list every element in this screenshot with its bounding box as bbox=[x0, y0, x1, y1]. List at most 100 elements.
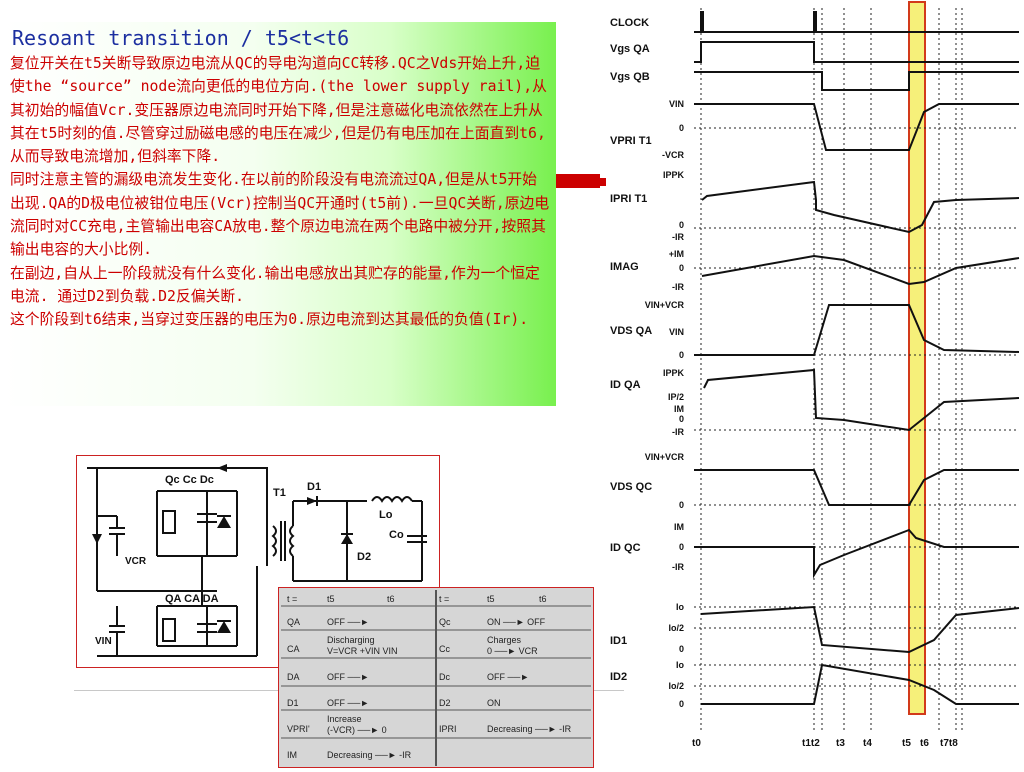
table-cell: Decreasing ──► -IR bbox=[487, 724, 572, 734]
level-label: Io/2 bbox=[668, 681, 684, 691]
slide-title: Resoant transition / t5<t<t6 bbox=[12, 26, 350, 50]
table-cell: OFF ──► bbox=[327, 672, 370, 682]
time-label: t3 bbox=[836, 738, 845, 749]
level-label: 0 bbox=[679, 220, 684, 230]
level-label: IPPK bbox=[663, 368, 685, 378]
table-cell: OFF ──► bbox=[487, 672, 530, 682]
level-label: Io bbox=[676, 602, 685, 612]
table-cell: OFF ──► bbox=[327, 698, 370, 708]
table-cell: IM bbox=[287, 750, 297, 760]
table-cell: t5 bbox=[487, 594, 495, 604]
table-cell: t = bbox=[287, 594, 298, 604]
table-cell: ON bbox=[487, 698, 501, 708]
table-cell: t6 bbox=[539, 594, 547, 604]
level-label: IM bbox=[674, 522, 684, 532]
table-cell: 0 ──► VCR bbox=[487, 646, 538, 656]
table-cell: VPRI' bbox=[287, 724, 310, 734]
table-cell: Cc bbox=[439, 644, 450, 654]
timing-waveforms: CLOCK Vgs QA Vgs QB VPRI T1 IPRI T1 IMAG… bbox=[604, 0, 1024, 768]
qc-cc-dc-label: Qc Cc Dc bbox=[165, 474, 214, 486]
paragraph-1: 复位开关在t5关断导致原边电流从QC的导电沟道向CC转移.QC之Vds开始上升,… bbox=[10, 55, 547, 166]
time-label: t6 bbox=[920, 738, 929, 749]
level-label: 0 bbox=[679, 699, 684, 709]
state-table: t = t5 t6 t = t5 t6 QA OFF ──► Qc ON ──►… bbox=[278, 587, 594, 768]
signal-label: ID QA bbox=[610, 379, 641, 391]
level-label: VIN+VCR bbox=[645, 452, 685, 462]
table-cell: IPRI bbox=[439, 724, 457, 734]
red-accent-bar-small bbox=[600, 178, 606, 186]
level-label: VIN+VCR bbox=[645, 300, 685, 310]
level-label: VIN bbox=[669, 99, 684, 109]
signal-label: IPRI T1 bbox=[610, 193, 647, 205]
level-label: -IR bbox=[672, 427, 684, 437]
table-cell: Dc bbox=[439, 672, 450, 682]
signal-label: IMAG bbox=[610, 261, 639, 273]
time-label: t7t8 bbox=[940, 738, 958, 749]
signal-label: VDS QA bbox=[610, 325, 652, 337]
table-cell: CA bbox=[287, 644, 300, 654]
co-label: Co bbox=[389, 529, 404, 541]
table-cell: QA bbox=[287, 617, 301, 627]
signal-label: ID2 bbox=[610, 671, 627, 683]
level-label: IM bbox=[674, 404, 684, 414]
vcr-label: VCR bbox=[125, 556, 147, 567]
level-label: VIN bbox=[669, 327, 684, 337]
level-label: -IR bbox=[672, 232, 684, 242]
table-cell: ON ──► OFF bbox=[487, 617, 546, 627]
signal-label: Vgs QA bbox=[610, 43, 650, 55]
signal-label: VDS QC bbox=[610, 481, 652, 493]
time-label: t5 bbox=[902, 738, 911, 749]
d2-label: D2 bbox=[357, 551, 371, 563]
table-cell: D1 bbox=[287, 698, 299, 708]
divider-line bbox=[74, 690, 280, 691]
time-label: t0 bbox=[692, 738, 701, 749]
level-label: 0 bbox=[679, 350, 684, 360]
table-cell: Charges bbox=[487, 635, 522, 645]
level-label: Io bbox=[676, 660, 685, 670]
table-cell: (-VCR) ──► 0 bbox=[327, 725, 387, 735]
level-label: 0 bbox=[679, 500, 684, 510]
level-label: 0 bbox=[679, 263, 684, 273]
explanation-panel: Resoant transition / t5<t<t6 复位开关在t5关断导致… bbox=[4, 22, 556, 406]
level-label: -IR bbox=[672, 562, 684, 572]
table-grid bbox=[281, 590, 591, 766]
table-cell: Discharging bbox=[327, 635, 375, 645]
t1-label: T1 bbox=[273, 487, 286, 499]
level-label: IPPK bbox=[663, 170, 685, 180]
red-accent-bar bbox=[556, 174, 600, 188]
waveform-plot: CLOCK Vgs QA Vgs QB VPRI T1 IPRI T1 IMAG… bbox=[610, 1, 1020, 749]
table-cell: Decreasing ──► -IR bbox=[327, 750, 412, 760]
paragraph-4: 这个阶段到t6结束,当穿过变压器的电压为0.原边电流到达其最低的负值(Ir). bbox=[10, 311, 529, 329]
paragraph-3: 在副边,自从上一阶段就没有什么变化.输出电感放出其贮存的能量,作为一个恒定电流.… bbox=[10, 264, 540, 305]
table-cell: V=VCR +VIN VIN bbox=[327, 646, 398, 656]
d1-label: D1 bbox=[307, 481, 321, 493]
level-label: -VCR bbox=[662, 150, 684, 160]
table-cell: t5 bbox=[327, 594, 335, 604]
level-label: Io/2 bbox=[668, 623, 684, 633]
signal-label: ID1 bbox=[610, 635, 627, 647]
time-label: t1t2 bbox=[802, 738, 820, 749]
divider-line-right bbox=[594, 690, 624, 691]
table-cell: D2 bbox=[439, 698, 451, 708]
signal-label: CLOCK bbox=[610, 17, 649, 29]
signal-label: ID QC bbox=[610, 542, 641, 554]
signal-label: Vgs QB bbox=[610, 71, 650, 83]
paragraph-2: 同时注意主管的漏级电流发生变化.在以前的阶段没有电流流过QA,但是从t5开始出现… bbox=[10, 171, 550, 259]
table-cell: t = bbox=[439, 594, 450, 604]
table-cell: DA bbox=[287, 672, 300, 682]
level-label: 0 bbox=[679, 542, 684, 552]
vin-label: VIN bbox=[95, 636, 112, 647]
table-cell: Increase bbox=[327, 714, 362, 724]
table-cell: Qc bbox=[439, 617, 451, 627]
level-label: IP/2 bbox=[668, 392, 684, 402]
level-label: 0 bbox=[679, 123, 684, 133]
level-label: 0 bbox=[679, 414, 684, 424]
signal-label: VPRI T1 bbox=[610, 135, 652, 147]
lo-label: Lo bbox=[379, 509, 393, 521]
level-label: -IR bbox=[672, 282, 684, 292]
circuit-schematic: Qc Cc Dc QA CA DA T1 D1 Lo Co D2 VCR VIN bbox=[87, 464, 427, 657]
table-cell: t6 bbox=[387, 594, 395, 604]
time-label: t4 bbox=[863, 738, 872, 749]
table-cell: OFF ──► bbox=[327, 617, 370, 627]
qa-ca-da-label: QA CA DA bbox=[165, 593, 219, 605]
